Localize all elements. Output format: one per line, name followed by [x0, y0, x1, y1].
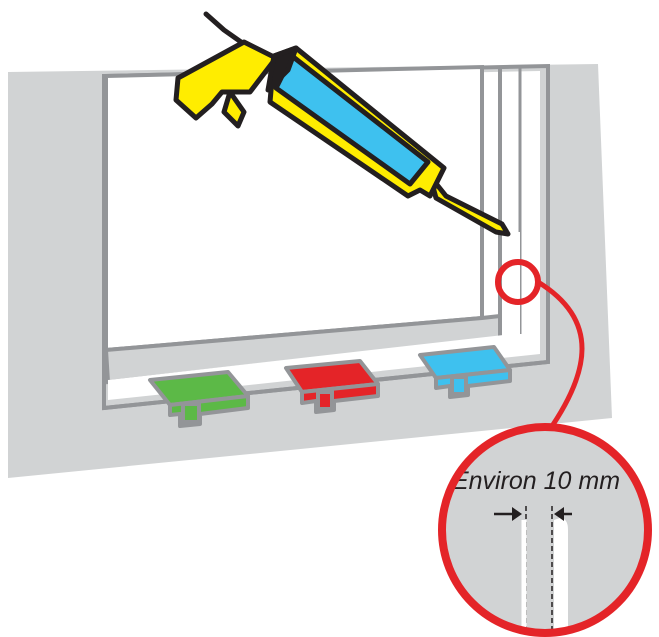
caulking-gun-icon	[173, 11, 511, 237]
wedge-green	[148, 370, 250, 428]
wedge-blue	[418, 345, 512, 399]
double-arrow-gap-icon	[494, 507, 572, 521]
window-frame	[102, 63, 550, 411]
gap-width-label: Environ 10 mm	[452, 467, 620, 495]
wedge-red	[284, 359, 380, 414]
sealant-gap	[108, 232, 520, 388]
magnifier-callout-icon	[495, 259, 585, 434]
detail-magnifier: Environ 10 mm	[438, 423, 652, 637]
